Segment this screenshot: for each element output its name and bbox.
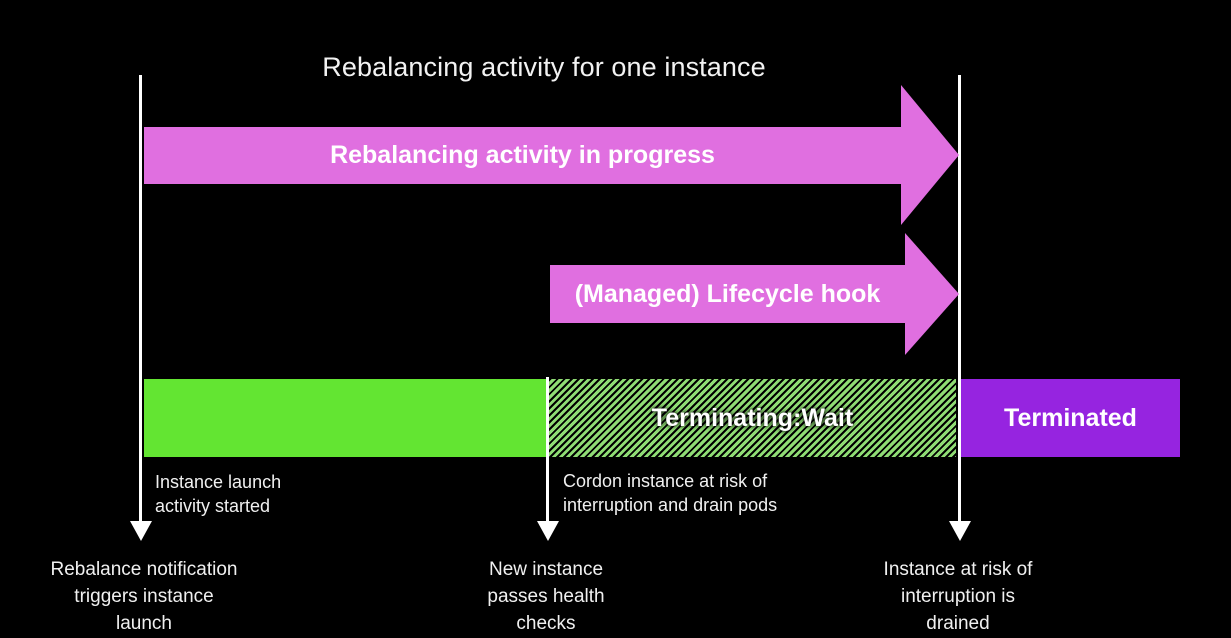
timeline-arrowhead-middle (536, 521, 559, 541)
arrow-lifecycle-shaft (550, 265, 905, 323)
axis-label-instance-drained: Instance at risk of interruption is drai… (883, 559, 1033, 634)
axis-label-rebalance-notification: Rebalance notification triggers instance… (50, 559, 238, 634)
timeline-arrowhead-right (948, 521, 971, 541)
arrow-rebalancing-activity: Rebalancing activity in progress (144, 85, 959, 225)
arrow-rebalancing-label: Rebalancing activity in progress (330, 140, 715, 169)
diagram-title: Rebalancing activity for one instance (322, 52, 766, 82)
timeline-rule-right (958, 75, 961, 524)
status-bar-terminating-wait-label: Terminating:Wait (651, 403, 854, 432)
arrow-lifecycle-hook: (Managed) Lifecycle hook (550, 233, 959, 355)
status-bar-in-service (144, 379, 546, 457)
arrow-lifecycle-head (905, 233, 959, 355)
annotation-instance-launch: Instance launch activity started (155, 472, 282, 517)
arrow-lifecycle-label: (Managed) Lifecycle hook (574, 279, 881, 308)
axis-label-new-instance-health: New instance passes health checks (487, 559, 605, 634)
arrow-rebalancing-shaft (144, 127, 901, 184)
arrow-rebalancing-head (901, 85, 959, 225)
timeline-arrowhead-left (129, 521, 152, 541)
timeline-rule-left (139, 75, 142, 524)
status-bar-terminated-label: Terminated (1004, 403, 1137, 432)
timeline-rule-middle (546, 377, 549, 524)
status-bar-terminated: Terminated (961, 379, 1180, 457)
annotation-cordon-drain: Cordon instance at risk of interruption … (563, 471, 778, 516)
status-bar-terminating-wait: Terminating:Wait (549, 379, 956, 457)
